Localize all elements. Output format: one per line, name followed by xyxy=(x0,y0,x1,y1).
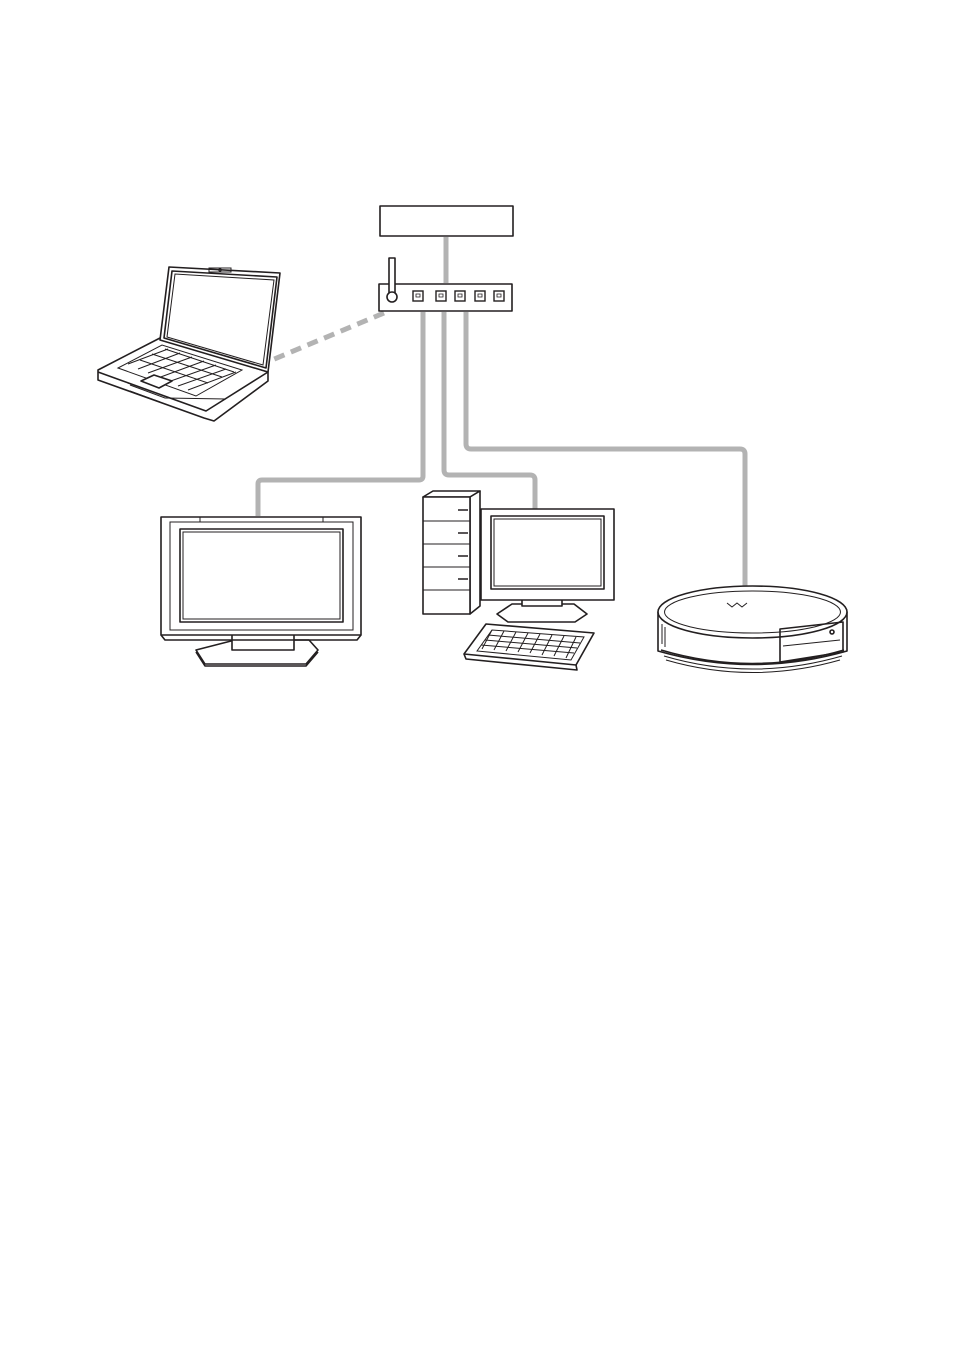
flat-panel-tv-icon xyxy=(161,517,361,666)
pc-tower-icon xyxy=(423,491,480,614)
ethernet-port-icon xyxy=(475,291,485,301)
ethernet-port-icon xyxy=(413,291,423,301)
laptop-icon xyxy=(98,267,280,421)
cable-router-tv xyxy=(258,312,423,516)
wireless-link-laptop xyxy=(272,313,384,360)
ethernet-port-icon xyxy=(436,291,446,301)
keyboard-icon xyxy=(464,624,594,670)
modem-box-icon xyxy=(380,206,513,236)
monitor-icon xyxy=(481,509,614,622)
ethernet-port-icon xyxy=(494,291,504,301)
cable-router-desktop xyxy=(444,312,535,510)
media-server-icon xyxy=(658,586,847,673)
ethernet-port-icon xyxy=(455,291,465,301)
desktop-pc-icon xyxy=(423,491,614,670)
router-antenna-icon xyxy=(387,258,397,302)
